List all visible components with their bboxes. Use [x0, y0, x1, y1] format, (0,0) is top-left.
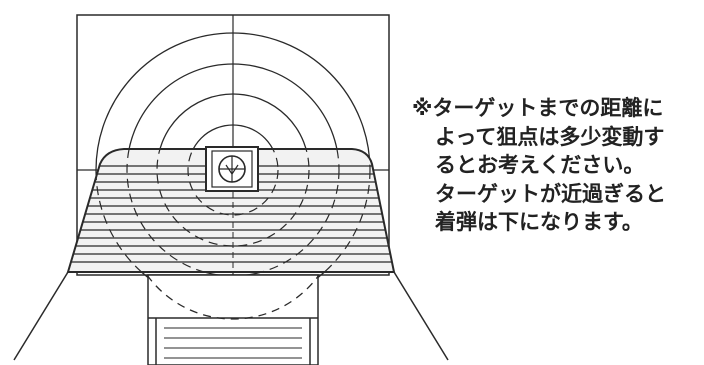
- body-right-edge: [393, 271, 449, 361]
- aiming-note: ※ターゲットまでの距離に よって狙点は多少変動す るとお考えください。 ターゲッ…: [412, 94, 702, 237]
- sight-body: [13, 271, 449, 365]
- shroud-dashed-rings: [95, 149, 371, 272]
- aiming-note-line-4: ターゲットが近過ぎると: [435, 181, 666, 206]
- aiming-note-line-5: 着弾は下になります。: [435, 210, 643, 234]
- eyepiece-block: [147, 274, 319, 365]
- aiming-note-line-1: ※ターゲットまでの距離に: [412, 96, 664, 120]
- body-left-edge: [13, 271, 69, 361]
- aiming-note-line-3: るとお考えください。: [435, 153, 645, 177]
- hidden-ring-arcs: [146, 274, 320, 320]
- front-sight: [205, 146, 259, 192]
- reference-mark: ※: [412, 96, 433, 120]
- shroud-outline: [66, 148, 396, 273]
- aiming-note-line-2: よって狙点は多少変動す: [435, 124, 665, 149]
